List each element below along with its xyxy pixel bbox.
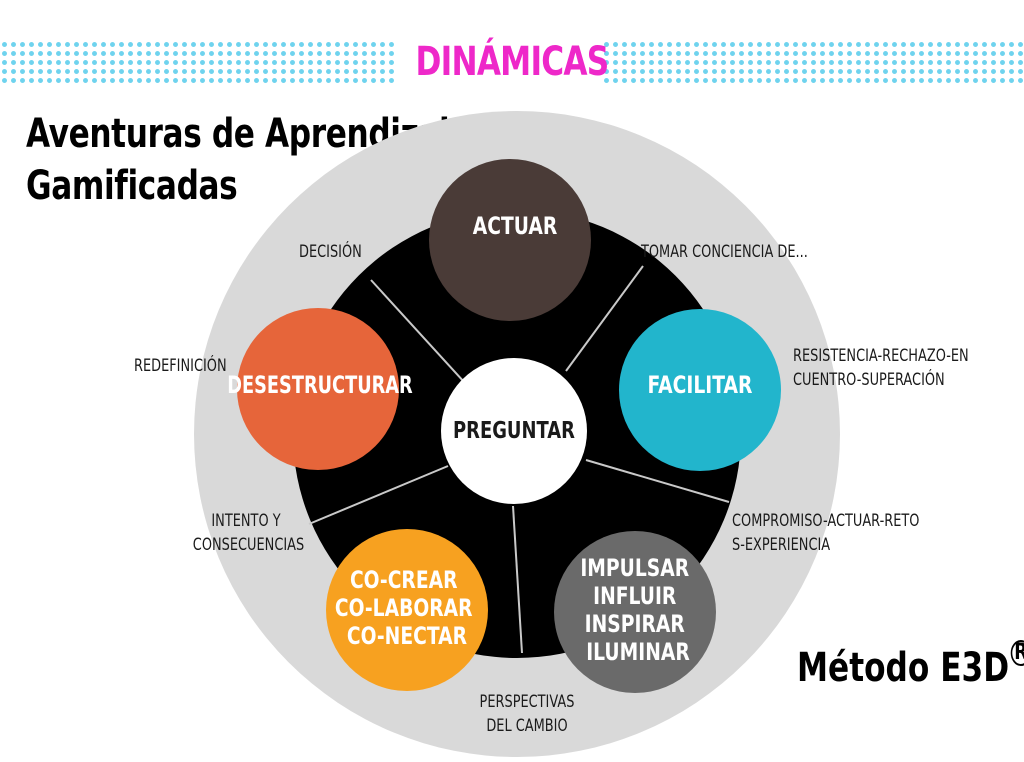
- center-label: PREGUNTAR: [453, 417, 575, 444]
- left-dot-banner: [0, 40, 398, 84]
- node-facilitar: FACILITAR: [619, 309, 781, 471]
- node-desestructurar-label: DESESTRUCTURAR: [227, 370, 412, 398]
- label-intento: INTENTO Y CONSECUENCIAS: [192, 511, 305, 555]
- node-co-crear-circle: [326, 529, 488, 691]
- registered-mark-icon: R: [1010, 640, 1024, 666]
- section-title: DINÁMICAS: [415, 39, 610, 85]
- spoke-right: [585, 459, 730, 503]
- brand-name: Método E3D: [797, 645, 1010, 691]
- node-actuar-label: ACTUAR: [473, 213, 558, 241]
- brand-logo: Método E3DR: [797, 640, 1024, 694]
- label-resistencia: RESISTENCIA-RECHAZO-EN CUENTRO-SUPERACIÓ…: [793, 346, 969, 390]
- center-circle: [441, 358, 587, 504]
- node-impulsar-circle: [554, 531, 716, 693]
- label-redefinicion: REDEFINICIÓN: [134, 356, 227, 376]
- node-desestructurar-circle: [237, 308, 399, 470]
- node-actuar-circle: [429, 159, 591, 321]
- spoke-bottom: [512, 505, 523, 654]
- label-tomar-conciencia: TOMAR CONCIENCIA DE...: [641, 242, 808, 262]
- label-perspectivas: PERSPECTIVAS DEL CAMBIO: [479, 692, 575, 736]
- main-title-line-2: Gamificadas: [26, 163, 238, 209]
- center-node: PREGUNTAR: [441, 358, 587, 504]
- spoke-left: [308, 465, 449, 525]
- node-co-crear: CO-CREAR CO-LABORAR CO-NECTAR: [326, 529, 488, 691]
- node-actuar: ACTUAR: [429, 159, 591, 321]
- spoke-upper-right: [565, 265, 644, 372]
- node-impulsar-label: IMPULSAR INFLUIR INSPIRAR ILUMINAR: [580, 555, 695, 667]
- label-compromiso: COMPROMISO-ACTUAR-RETO S-EXPERIENCIA: [732, 511, 920, 555]
- label-decision: DECISIÓN: [299, 242, 362, 262]
- spoke-upper-left: [370, 279, 466, 384]
- node-facilitar-circle: [619, 309, 781, 471]
- node-co-crear-label: CO-CREAR CO-LABORAR CO-NECTAR: [335, 567, 479, 651]
- node-desestructurar: DESESTRUCTURAR: [227, 308, 413, 470]
- right-dot-banner: [602, 40, 1024, 84]
- node-impulsar: IMPULSAR INFLUIR INSPIRAR ILUMINAR: [554, 531, 716, 693]
- node-facilitar-label: FACILITAR: [648, 372, 753, 400]
